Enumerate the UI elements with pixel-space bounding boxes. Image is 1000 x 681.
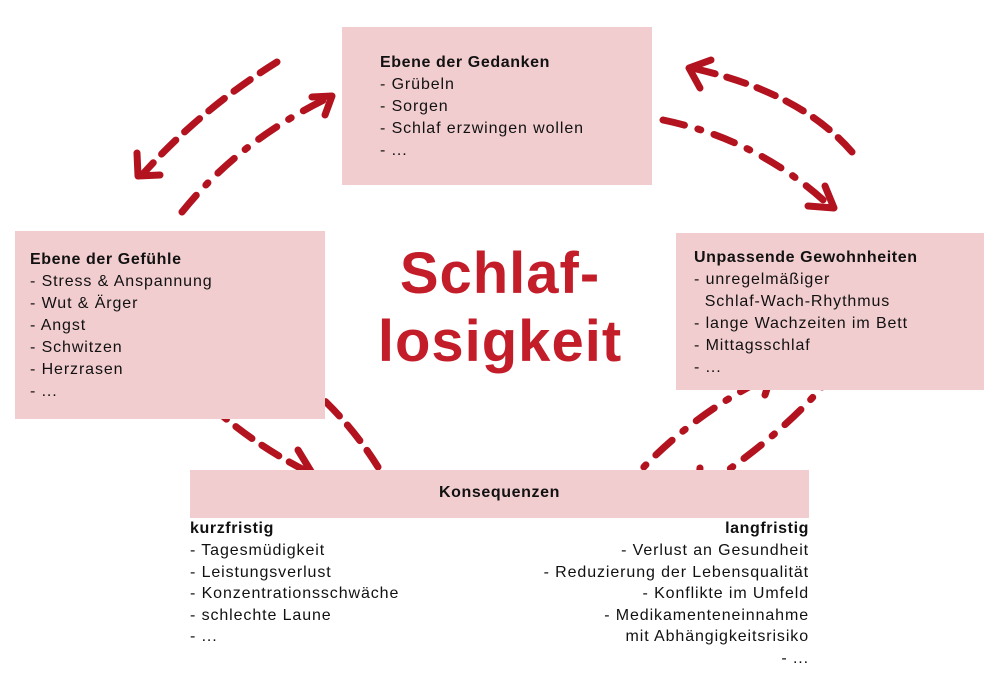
feelings-box: Ebene der Gefühle - Stress & Anspannung … [15, 231, 325, 419]
habits-list: - unregelmäßiger Schlaf-Wach-Rhythmus - … [694, 269, 984, 379]
short-term-title: kurzfristig [190, 520, 274, 537]
arrow-thoughts-to-feelings [138, 58, 281, 179]
list-item: - Verlust an Gesundheit [621, 542, 809, 559]
habits-title: Unpassende Gewohnheiten [694, 249, 918, 266]
list-item: - Konzentrationsschwäche [190, 585, 400, 602]
list-item: - ... [694, 359, 722, 376]
long-term-column: langfristig - Verlust an Gesundheit - Re… [544, 518, 809, 669]
list-item: - ... [30, 383, 58, 400]
arrow-thoughts-to-habits [659, 116, 836, 212]
arrow-habits-to-thoughts [688, 64, 856, 156]
list-item: - Stress & Anspannung [30, 273, 213, 290]
list-item: - Angst [30, 317, 87, 334]
thoughts-title: Ebene der Gedanken [380, 54, 550, 71]
list-item: - ... [190, 628, 218, 645]
feelings-title: Ebene der Gefühle [30, 251, 182, 268]
arrowhead-feelings-top [133, 149, 164, 180]
list-item: - ... [781, 649, 809, 667]
list-item: - schlechte Laune [190, 606, 332, 624]
short-term-column: kurzfristig - Tagesmüdigkeit - Leistungs… [190, 518, 399, 648]
long-term-title: langfristig [725, 520, 809, 537]
list-item: - Medikamenteneinnahme [604, 606, 809, 624]
list-item: - Mittagsschlaf [694, 337, 811, 354]
habits-box: Unpassende Gewohnheiten - unregelmäßiger… [676, 233, 984, 390]
list-item: - Sorgen [380, 98, 449, 115]
arrowhead-habits-top [804, 182, 838, 212]
list-item: - Schlaf erzwingen wollen [380, 120, 584, 137]
long-term-list: - Verlust an Gesundheit - Reduzierung de… [544, 540, 809, 669]
list-item: Schlaf-Wach-Rhythmus [694, 293, 891, 310]
arrowhead-thoughts-right [685, 56, 715, 92]
list-item: - Wut & Ärger [30, 295, 139, 312]
list-item: - Reduzierung der Lebensqualität [543, 563, 809, 581]
list-item: - Tagesmüdigkeit [190, 542, 326, 559]
consequences-box: Konsequenzen [190, 470, 809, 518]
center-title-line: Schlaf- [399, 241, 601, 306]
consequences-title: Konsequenzen [439, 484, 560, 501]
thoughts-list: - Grübeln - Sorgen - Schlaf erzwingen wo… [380, 74, 652, 162]
list-item: - Herzrasen [30, 361, 124, 378]
list-item: - ... [380, 142, 408, 159]
list-item: - Konflikte im Umfeld [642, 585, 809, 602]
list-item: - lange Wachzeiten im Bett [694, 315, 909, 332]
list-item: mit Abhängigkeitsrisiko [625, 628, 809, 645]
arrow-feelings-to-thoughts [178, 93, 334, 216]
list-item: - Leistungsverlust [190, 563, 332, 581]
short-term-list: - Tagesmüdigkeit - Leistungsverlust - Ko… [190, 540, 399, 648]
arrowhead-thoughts-left [308, 92, 336, 119]
center-title-line: losigkeit [377, 309, 623, 374]
center-title: Schlaf- losigkeit [360, 240, 640, 376]
list-item: - unregelmäßiger [694, 271, 831, 288]
thoughts-box: Ebene der Gedanken - Grübeln - Sorgen - … [342, 27, 652, 185]
list-item: - Schwitzen [30, 339, 123, 356]
list-item: - Grübeln [380, 76, 455, 93]
feelings-list: - Stress & Anspannung - Wut & Ärger - An… [30, 271, 325, 403]
